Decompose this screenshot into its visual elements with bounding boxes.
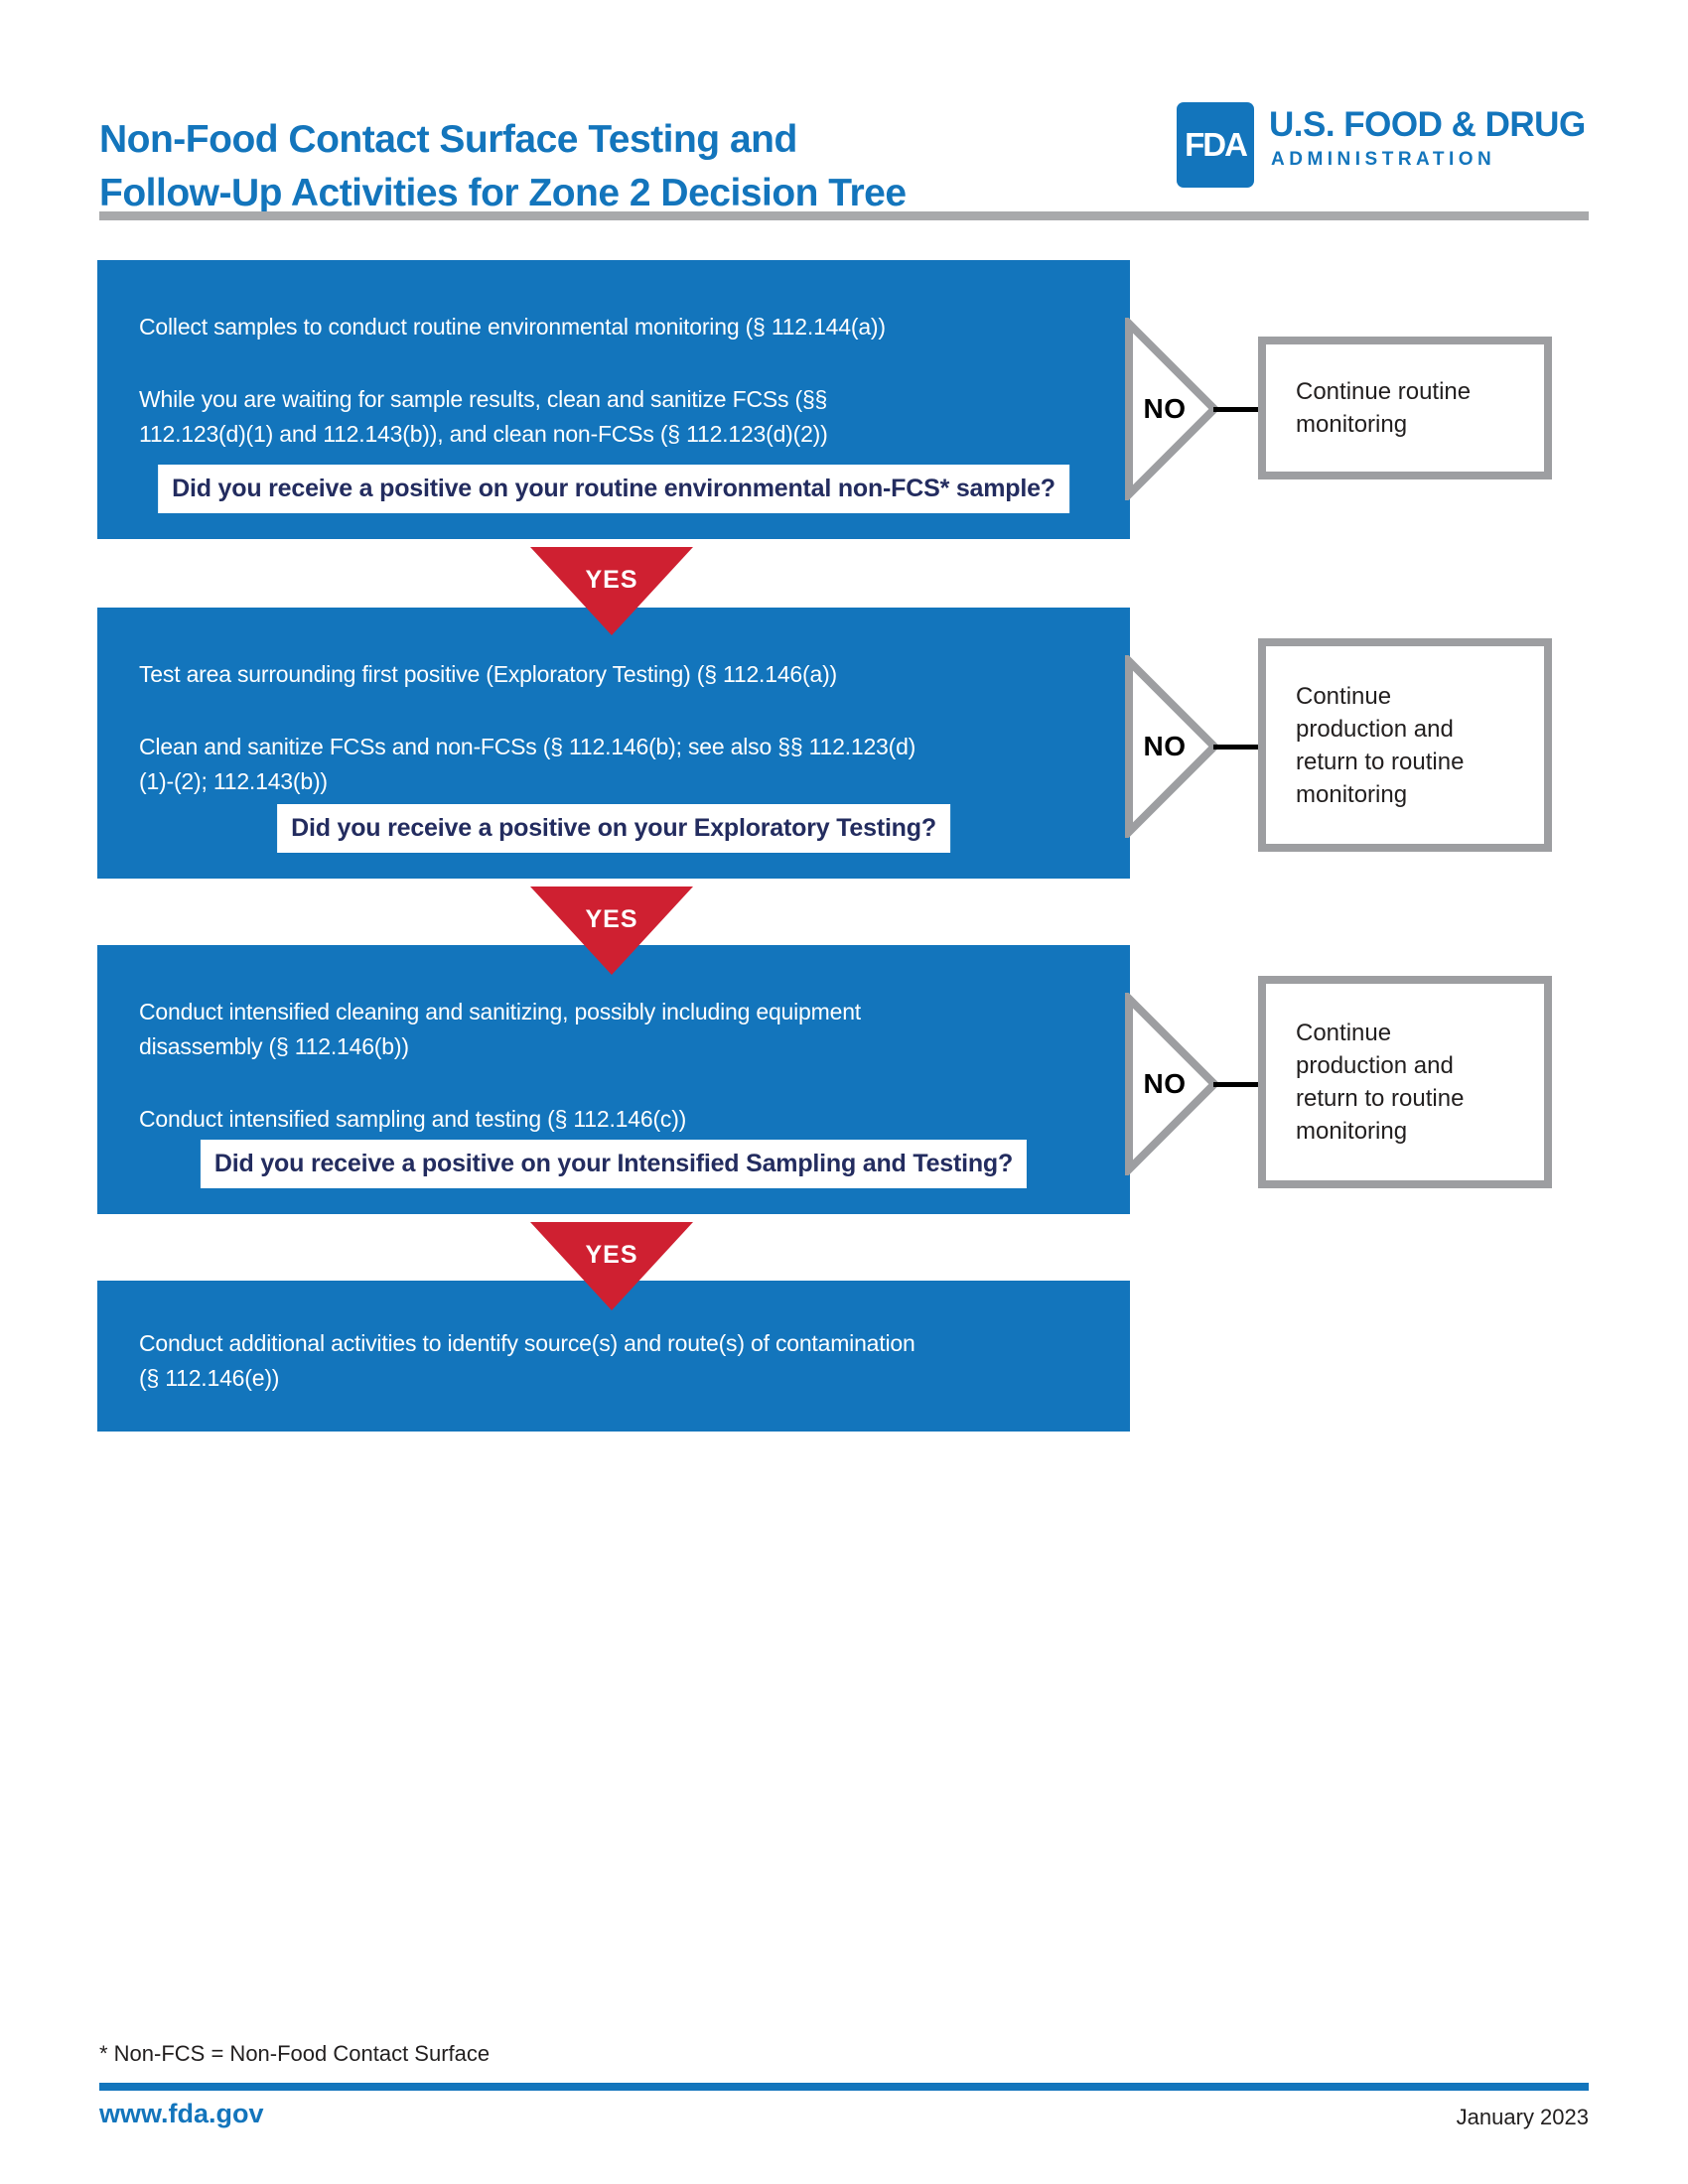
no-triangle-icon (1125, 318, 1220, 500)
step1-paragraph-1: Collect samples to conduct routine envir… (139, 314, 886, 340)
page-title: Non-Food Contact Surface Testing and Fol… (99, 118, 907, 215)
step2-paragraph-2: Clean and sanitize FCSs and non-FCSs (§ … (139, 734, 916, 794)
fda-wordmark-line1: U.S. FOOD & DRUG (1269, 105, 1586, 144)
step1-paragraph-2: While you are waiting for sample results… (139, 386, 828, 447)
yes-arrow-shape (530, 1222, 693, 1310)
yes-arrow-icon (530, 887, 693, 975)
step1-question-banner: Did you receive a positive on your routi… (158, 465, 1069, 513)
step3-no-result-box: Continue production and return to routin… (1258, 976, 1552, 1188)
step2-paragraph-1: Test area surrounding first positive (Ex… (139, 661, 837, 687)
step1-instructions: Collect samples to conduct routine envir… (97, 260, 1130, 452)
step2-instructions: Test area surrounding first positive (Ex… (97, 608, 1130, 799)
step3-box-intensified-sampling: Conduct intensified cleaning and sanitiz… (97, 945, 1130, 1214)
step2-no-connector-line (1213, 745, 1259, 750)
step3-paragraph-2: Conduct intensified sampling and testing… (139, 1106, 687, 1132)
footnote: * Non-FCS = Non-Food Contact Surface (99, 2041, 491, 2066)
final-instructions: Conduct additional activities to identif… (97, 1281, 1130, 1396)
yes-arrow-shape (530, 547, 693, 635)
yes-arrow-icon (530, 1222, 693, 1310)
fda-website-link[interactable]: www.fda.gov (99, 2099, 264, 2128)
step3-yes-label: YES (585, 1241, 638, 1269)
step3-paragraph-1: Conduct intensified cleaning and sanitiz… (139, 999, 861, 1059)
step3-no-label: NO (1143, 1068, 1187, 1099)
publication-date: January 2023 (1456, 2105, 1589, 2129)
step3-question-banner: Did you receive a positive on your Inten… (200, 1140, 1028, 1188)
title-divider (99, 211, 1589, 220)
yes-arrow-icon (530, 547, 693, 635)
no-triangle-shape (1125, 318, 1220, 500)
step1-no-label: NO (1143, 393, 1187, 424)
fda-logo-icon: FDA (1177, 102, 1254, 188)
no-triangle-shape (1125, 655, 1220, 838)
no-triangle-icon (1125, 993, 1220, 1175)
no-triangle-shape (1125, 993, 1220, 1175)
step2-question-banner: Did you receive a positive on your Explo… (277, 804, 950, 853)
step1-yes-label: YES (585, 566, 638, 594)
step3-instructions: Conduct intensified cleaning and sanitiz… (97, 945, 1130, 1137)
step2-no-label: NO (1143, 731, 1187, 761)
fda-wordmark-line2: ADMINISTRATION (1271, 149, 1496, 170)
final-paragraph: Conduct additional activities to identif… (139, 1330, 915, 1391)
yes-arrow-shape (530, 887, 693, 975)
no-triangle-icon (1125, 655, 1220, 838)
footer-divider (99, 2083, 1589, 2091)
step1-no-connector-line (1213, 407, 1259, 412)
step2-no-result-box: Continue production and return to routin… (1258, 638, 1552, 852)
step2-yes-label: YES (585, 905, 638, 933)
step1-no-result-box: Continue routine monitoring (1258, 337, 1552, 479)
step3-no-connector-line (1213, 1082, 1259, 1087)
fda-logo-monogram: FDA (1185, 126, 1248, 163)
step1-box-routine-monitoring: Collect samples to conduct routine envir… (97, 260, 1130, 539)
step2-box-exploratory-testing: Test area surrounding first positive (Ex… (97, 608, 1130, 879)
